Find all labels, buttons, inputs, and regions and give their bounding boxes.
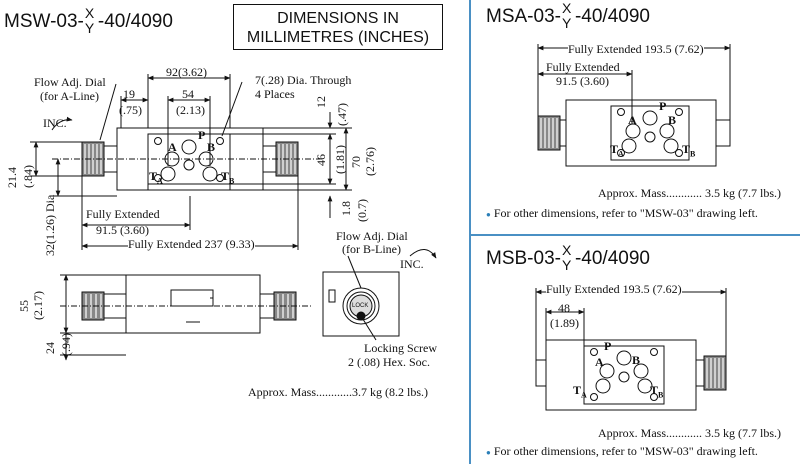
msa-fully-extended-1: Fully Extended bbox=[546, 60, 620, 74]
flow-b-label-2: (for B-Line) bbox=[342, 242, 401, 256]
dim-46: 46 bbox=[314, 154, 328, 166]
vertical-divider bbox=[469, 0, 471, 464]
port-a: A bbox=[168, 140, 177, 154]
msw-model-x: X bbox=[84, 5, 95, 21]
msw-top-view bbox=[52, 127, 320, 191]
dim-70-in: (2.76) bbox=[363, 147, 377, 176]
msa-port-ta: TA bbox=[610, 142, 624, 159]
msa-fully-extended-total: Fully Extended 193.5 (7.62) bbox=[568, 42, 704, 56]
msb-note-bullet: ● bbox=[486, 448, 491, 457]
horizontal-divider bbox=[470, 234, 800, 236]
dim-24-in: (.94) bbox=[59, 333, 73, 356]
flow-a-label-1: Flow Adj. Dial bbox=[34, 75, 106, 89]
dim-70: 70 bbox=[349, 156, 363, 168]
msb-model-x: X bbox=[561, 242, 572, 258]
units-header-line1: DIMENSIONS IN bbox=[277, 10, 399, 27]
dim-32-dia: 32(1.26) Dia bbox=[43, 194, 57, 256]
hole-note-1: 7(.28) Dia. Through bbox=[255, 73, 352, 87]
dim-12-in: (.47) bbox=[335, 103, 349, 126]
flow-a-label-2: (for A-Line) bbox=[40, 89, 99, 103]
port-b: B bbox=[207, 140, 216, 154]
msw-dimension-lines bbox=[30, 74, 352, 250]
msb-mass: Approx. Mass............ 3.5 kg (7.7 lbs… bbox=[598, 426, 781, 440]
hole-note-2: 4 Places bbox=[255, 87, 295, 101]
msa-fully-extended-1-val: 91.5 (3.60) bbox=[556, 74, 609, 88]
msa-mass: Approx. Mass............ 3.5 kg (7.7 lbs… bbox=[598, 186, 781, 200]
dim-54-in: (2.13) bbox=[176, 103, 205, 117]
msw-mass: Approx. Mass............3.7 kg (8.2 lbs.… bbox=[248, 385, 428, 399]
msb-port-tb: TB bbox=[650, 383, 664, 400]
dim-24: 24 bbox=[43, 342, 57, 354]
msa-model-x: X bbox=[561, 0, 572, 16]
units-header-box: DIMENSIONS IN MILLIMETRES (INCHES) bbox=[233, 4, 443, 50]
dim-19: 19 bbox=[123, 87, 135, 101]
flow-b-label-1: Flow Adj. Dial bbox=[336, 229, 408, 243]
dim-1-8: 1.8 bbox=[339, 201, 353, 216]
dim-55-in: (2.17) bbox=[31, 291, 45, 320]
msa-note: ● For other dimensions, refer to "MSW-03… bbox=[486, 206, 758, 220]
msa-port-a: A bbox=[628, 113, 637, 127]
msa-port-tb: TB bbox=[682, 142, 696, 159]
msb-fully-extended-total: Fully Extended 193.5 (7.62) bbox=[546, 282, 682, 296]
locking-screw-1: Locking Screw bbox=[364, 341, 437, 355]
msb-model-y: Y bbox=[561, 257, 572, 273]
msa-model-y: Y bbox=[561, 15, 572, 31]
dim-46-in: (1.81) bbox=[333, 145, 347, 174]
msb-dim-48: 48 bbox=[558, 301, 570, 315]
msa-top-view bbox=[537, 44, 731, 167]
port-p: P bbox=[198, 128, 206, 142]
msb-dim-48-in: (1.89) bbox=[550, 316, 579, 330]
msb-note: ● For other dimensions, refer to "MSW-03… bbox=[486, 444, 758, 458]
msb-top-view bbox=[535, 288, 727, 411]
locking-screw-2: 2 (.08) Hex. Soc. bbox=[348, 355, 430, 369]
msw-front-view bbox=[60, 274, 312, 361]
dim-19-in: (.75) bbox=[119, 103, 142, 117]
dim-12: 12 bbox=[314, 96, 328, 108]
msb-port-p: P bbox=[604, 339, 612, 353]
port-tb: TB bbox=[221, 169, 235, 186]
msa-port-p: P bbox=[659, 99, 667, 113]
msw-model-y: Y bbox=[84, 20, 95, 36]
inc-label-b: INC. bbox=[400, 257, 424, 271]
inc-label-a: INC. bbox=[43, 116, 67, 130]
dim-1-8-in: (0.7) bbox=[355, 199, 369, 222]
dim-92: 92(3.62) bbox=[166, 65, 207, 79]
port-ta: TA bbox=[149, 169, 163, 186]
dim-55: 55 bbox=[17, 300, 31, 312]
msa-note-bullet: ● bbox=[486, 210, 491, 219]
fully-extended-1-val: 91.5 (3.60) bbox=[96, 223, 149, 237]
msw-side-view bbox=[322, 249, 437, 341]
msb-port-ta: TA bbox=[573, 383, 587, 400]
dim-21-4-in: (.84) bbox=[21, 165, 35, 188]
lock-label: LOCK bbox=[352, 303, 369, 309]
msb-port-b: B bbox=[632, 353, 641, 367]
msa-port-b: B bbox=[668, 113, 677, 127]
fully-extended-1: Fully Extended bbox=[86, 207, 160, 221]
msb-port-a: A bbox=[595, 355, 604, 369]
units-header-line2: MILLIMETRES (INCHES) bbox=[246, 29, 430, 46]
fully-extended-2: Fully Extended 237 (9.33) bbox=[128, 237, 255, 251]
dim-21-4: 21.4 bbox=[5, 167, 19, 188]
dim-54: 54 bbox=[182, 87, 194, 101]
